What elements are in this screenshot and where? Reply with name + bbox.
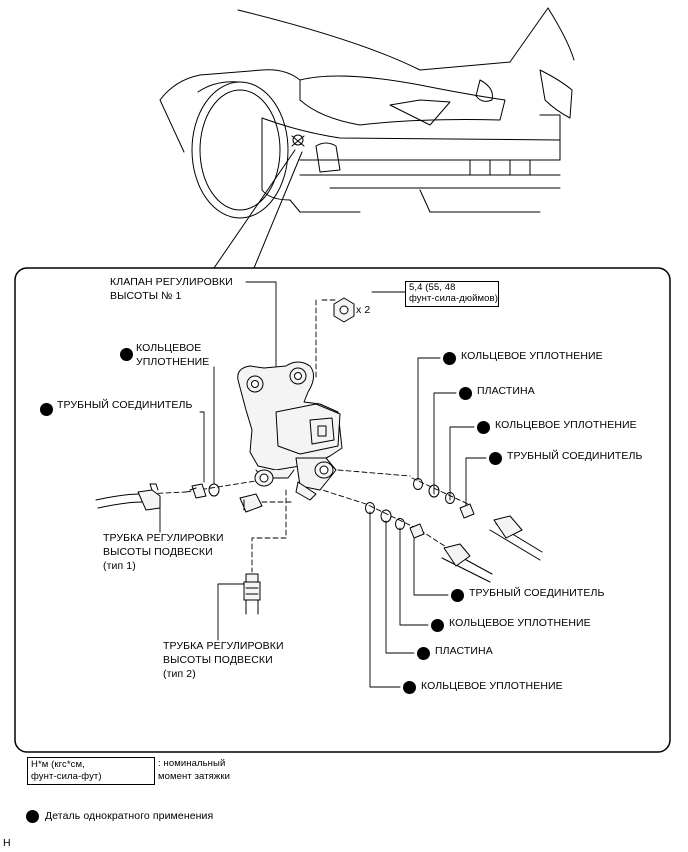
o-ring-left: [208, 483, 220, 497]
label-plate-right-2: ПЛАСТИНА: [435, 645, 493, 657]
pointer-line-right: [253, 151, 303, 269]
o-ring-right-4: [365, 502, 375, 514]
label-oring-right-4: КОЛЬЦЕВОЕ УПЛОТНЕНИЕ: [421, 680, 563, 692]
legend-desc-line1: : номинальный: [158, 758, 226, 769]
legend-single-use-text: Деталь однократного применения: [45, 810, 214, 822]
vehicle-front-illustration: [159, 7, 575, 219]
legend-desc-line2: момент затяжки: [158, 771, 231, 782]
label-oring-left-line2: УПЛОТНЕНИЕ: [136, 356, 210, 368]
single-use-marker: [120, 348, 133, 361]
plate-right-2: [380, 509, 392, 523]
label-tube-type2-line1: ТРУБКА РЕГУЛИРОВКИ: [163, 640, 284, 652]
bracket-part: [239, 493, 263, 513]
label-tube-type1-line3: (тип 1): [103, 560, 136, 572]
label-connector-right-2: ТРУБНЫЙ СОЕДИНИТЕЛЬ: [469, 587, 605, 599]
label-connector-left: ТРУБНЫЙ СОЕДИНИТЕЛЬ: [57, 399, 193, 411]
label-oring-right-3: КОЛЬЦЕВОЕ УПЛОТНЕНИЕ: [449, 617, 591, 629]
single-use-marker: [477, 421, 490, 434]
single-use-marker: [489, 452, 502, 465]
label-oring-left-line1: КОЛЬЦЕВОЕ: [136, 342, 202, 354]
tube-type1: [95, 483, 161, 511]
label-connector-right-1: ТРУБНЫЙ СОЕДИНИТЕЛЬ: [507, 450, 643, 462]
single-use-marker: [451, 589, 464, 602]
leader-lines: [159, 281, 487, 688]
label-oring-right-2: КОЛЬЦЕВОЕ УПЛОТНЕНИЕ: [495, 419, 637, 431]
right-tubes: [441, 515, 543, 583]
o-ring-right-3: [395, 518, 405, 530]
tube-connector-right-2: [409, 523, 425, 539]
illustration-code: H: [3, 837, 11, 849]
tube-type2: [243, 573, 261, 615]
label-valve-line2: ВЫСОТЫ № 1: [110, 290, 182, 302]
label-tube-type1-line1: ТРУБКА РЕГУЛИРОВКИ: [103, 532, 224, 544]
o-ring-right-1: [413, 478, 423, 490]
single-use-marker: [443, 352, 456, 365]
o-ring-right-2: [445, 492, 455, 504]
torque-spec-box: 5,4 (55, 48 фунт-сила-дюймов): [405, 281, 499, 307]
detail-frame: [14, 267, 671, 753]
label-tube-type1-line2: ВЫСОТЫ ПОДВЕСКИ: [103, 546, 213, 558]
legend-single-use-marker: [26, 810, 39, 823]
tube-connector-right-1: [459, 503, 475, 519]
nut-part: [333, 297, 355, 323]
label-tube-type2-line2: ВЫСОТЫ ПОДВЕСКИ: [163, 654, 273, 666]
label-nut-quantity: x 2: [356, 304, 371, 316]
plate-right-1: [428, 484, 440, 498]
label-plate-right-1: ПЛАСТИНА: [477, 385, 535, 397]
label-tube-type2-line3: (тип 2): [163, 668, 196, 680]
torque-spec-line1: 5,4 (55, 48: [409, 282, 456, 293]
pointer-line-left: [213, 149, 296, 269]
single-use-marker: [40, 403, 53, 416]
legend-unit-line1: Н*м (кгс*см,: [31, 759, 85, 770]
single-use-marker: [417, 647, 430, 660]
tube-connector-left: [189, 483, 207, 499]
single-use-marker: [403, 681, 416, 694]
legend-unit-box: Н*м (кгс*см, фунт-сила-фут): [27, 757, 155, 785]
height-control-valve: [237, 361, 343, 501]
label-valve-line1: КЛАПАН РЕГУЛИРОВКИ: [110, 276, 233, 288]
torque-spec-line2: фунт-сила-дюймов): [409, 293, 498, 304]
label-oring-right-1: КОЛЬЦЕВОЕ УПЛОТНЕНИЕ: [461, 350, 603, 362]
single-use-marker: [431, 619, 444, 632]
legend-unit-line2: фунт-сила-фут): [31, 771, 102, 782]
single-use-marker: [459, 387, 472, 400]
